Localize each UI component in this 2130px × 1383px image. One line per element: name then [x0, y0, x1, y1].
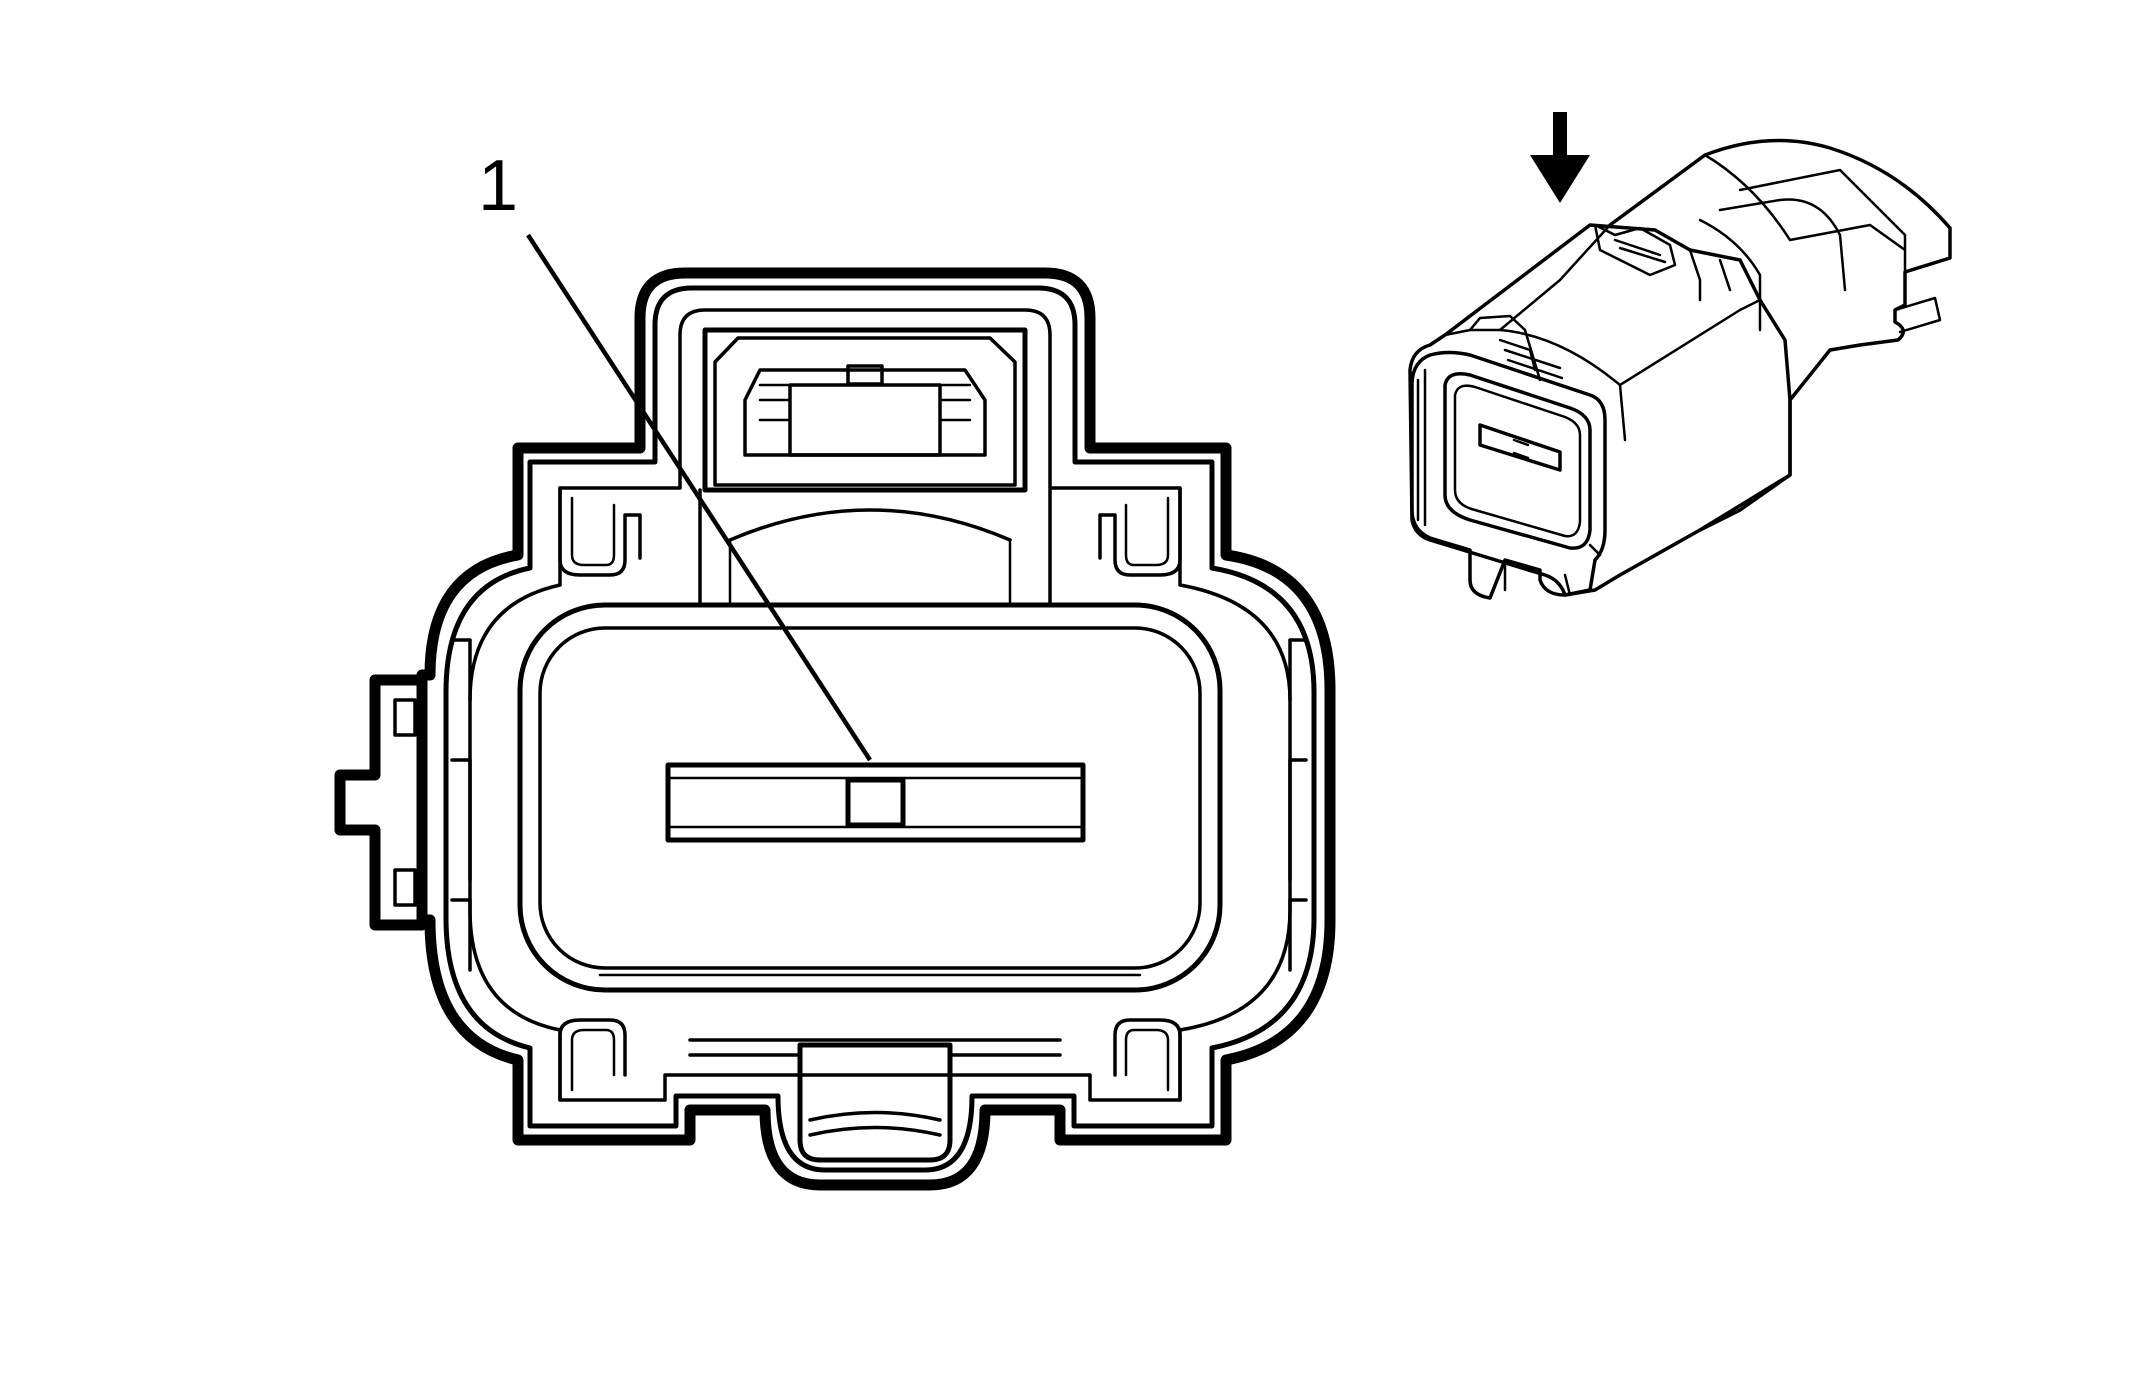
callout-1: 1: [478, 146, 872, 762]
top-latch-lower-step: [728, 538, 1012, 607]
front-face-inner: [1443, 372, 1592, 550]
terminal-slot: [665, 762, 1086, 843]
top-latch-window: [713, 336, 1017, 487]
callout-1-label: 1: [478, 146, 518, 226]
front-housing-top-edge: [1443, 223, 1762, 442]
mating-cavity-outer: [517, 602, 1223, 993]
front-face-terminal: [1512, 438, 1530, 460]
front-housing-outline: [1408, 223, 1792, 597]
front-face-top-latch: [1468, 314, 1564, 382]
corner-notch-bottom-right-inner: [1124, 1028, 1170, 1092]
front-face-seal: [1453, 384, 1582, 538]
housing-seal-outline: [468, 308, 1292, 1102]
front-housing-latch: [1593, 223, 1677, 277]
connector-front-view: [334, 267, 1336, 1191]
housing-inner-outline: [443, 285, 1317, 1173]
rear-body-tube: [1698, 198, 1847, 332]
front-face-terminal-slot: [1478, 423, 1562, 472]
callout-1-leader: [526, 233, 872, 762]
bottom-latch: [797, 1042, 953, 1163]
left-lock-tab: [334, 674, 428, 931]
top-latch-frame: [702, 327, 1028, 493]
mating-cavity-inner: [538, 626, 1202, 970]
front-face-bottom-latch: [1503, 543, 1602, 597]
top-latch-tab: [788, 383, 942, 457]
housing-outer-outline: [416, 267, 1336, 1191]
left-lock-tab-inner: [393, 698, 417, 907]
left-guide-ribs: [450, 638, 472, 972]
right-guide-ribs: [1288, 638, 1308, 972]
corner-notch-top-right: [1098, 486, 1182, 577]
top-latch-right-slot: [938, 383, 972, 422]
corner-notch-bottom-left: [558, 1018, 627, 1102]
top-latch-arch: [728, 508, 1012, 542]
front-housing-side: [1688, 248, 1732, 302]
bottom-rail: [688, 1038, 1062, 1057]
top-latch-left-slot: [758, 383, 792, 422]
rear-body-outline: [1608, 138, 1952, 532]
rear-body-clip: [1893, 296, 1942, 334]
front-face-side-ribs: [1416, 368, 1427, 527]
corner-notch-bottom-left-inner: [570, 1028, 616, 1092]
front-face-outline: [1410, 350, 1607, 600]
terminal-1: [845, 777, 906, 828]
rear-body-ridge: [1703, 153, 1907, 274]
terminal-slot-rail: [666, 776, 1085, 829]
top-latch-lower-frame: [698, 488, 1052, 607]
bottom-latch-inner: [808, 1110, 942, 1137]
connector-isometric-view: [1408, 138, 1952, 600]
corner-notch-top-left: [558, 486, 642, 577]
top-latch-nub: [846, 364, 884, 386]
down-arrow-icon: [1530, 112, 1590, 203]
corner-notch-top-right-inner: [1124, 496, 1170, 567]
top-latch-tab-frame: [743, 368, 987, 457]
corner-notch-top-left-inner: [570, 496, 616, 567]
corner-notch-bottom-right: [1113, 1018, 1182, 1102]
